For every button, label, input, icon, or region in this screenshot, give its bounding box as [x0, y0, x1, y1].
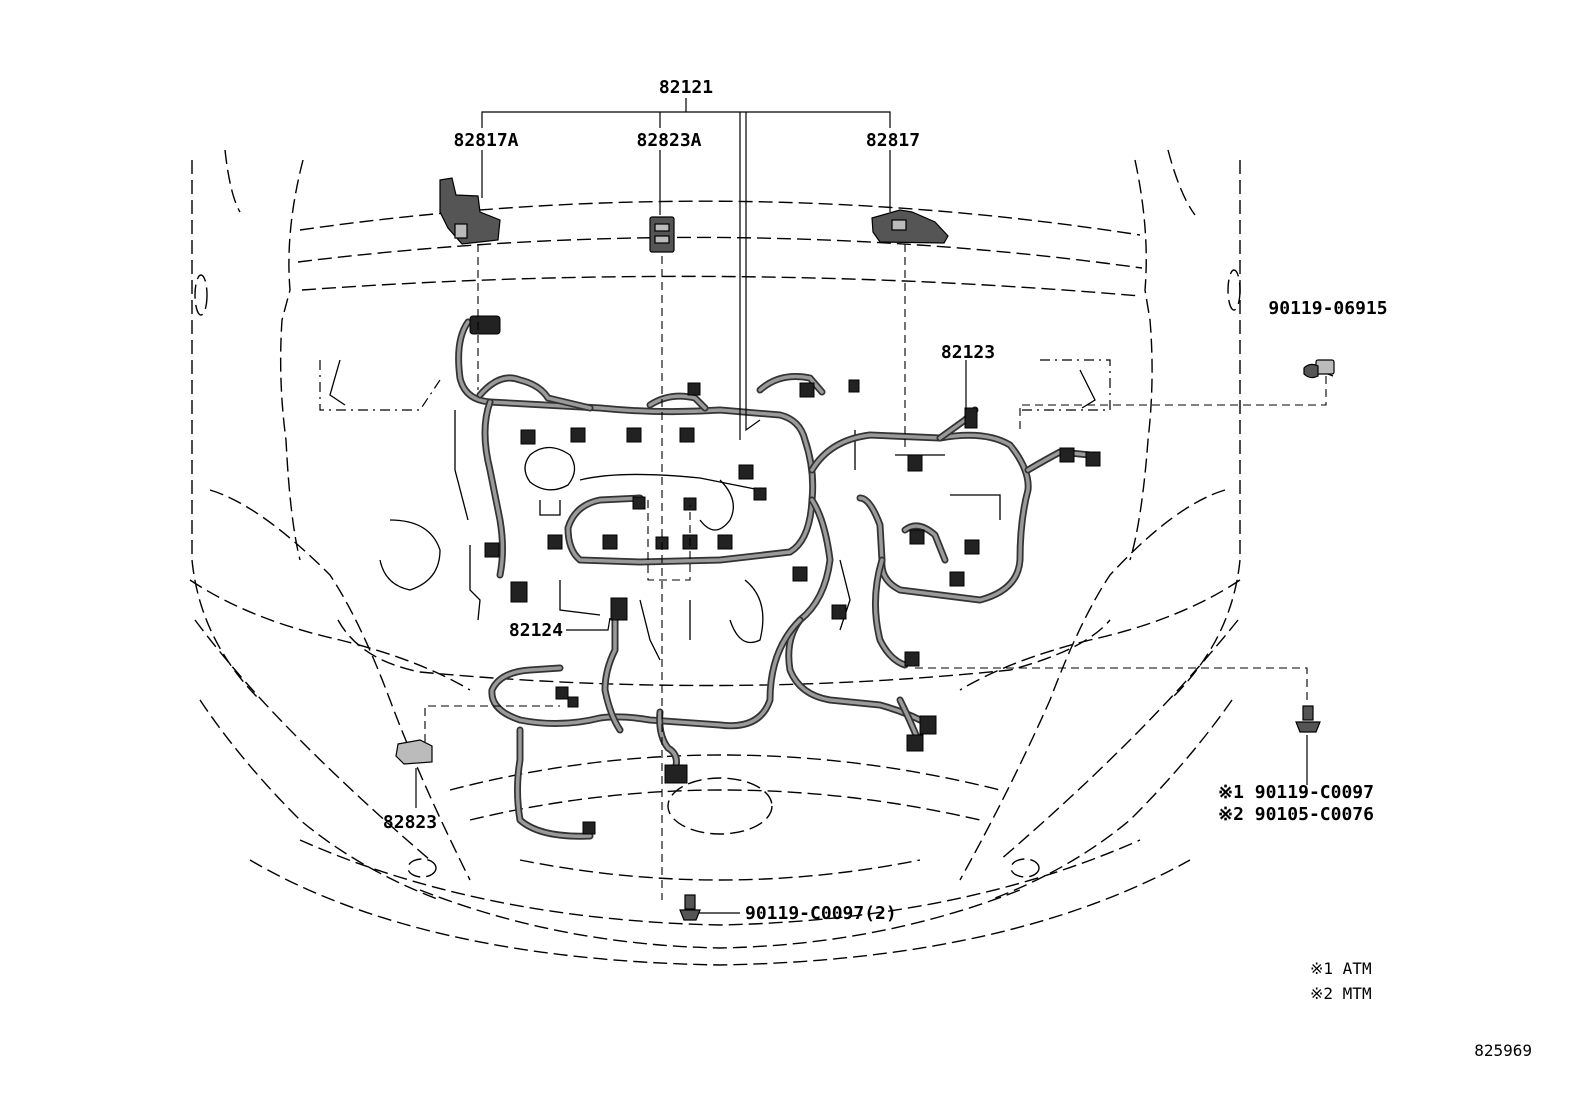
diagram-id: 825969 [1474, 1041, 1532, 1060]
label-82823: 82823 [383, 812, 437, 833]
connector-82823a-part [649, 216, 675, 253]
bolt-bottom-icon [679, 894, 701, 921]
label-82817a: 82817A [453, 130, 518, 151]
legend-note-2: ※2 MTM [1310, 984, 1372, 1003]
legend: ※1 ATM ※2 MTM [1310, 959, 1372, 1003]
clamp-82817-part [871, 209, 949, 244]
vehicle-body-outline [189, 149, 1241, 966]
clamp-82817a-part [439, 177, 501, 245]
wire-harness-bundles [455, 318, 1094, 840]
label-82123: 82123 [941, 342, 995, 363]
label-82823a: 82823A [636, 130, 701, 151]
label-82121: 82121 [659, 77, 713, 98]
connector-82823-part [395, 739, 433, 765]
label-90119-06915: 90119-06915 [1268, 298, 1387, 319]
label-note-2-bolt: ※2 90105-C0076 [1218, 804, 1374, 825]
label-82817: 82817 [866, 130, 920, 151]
engine-components [329, 359, 1096, 661]
label-90119-c0097-2: 90119-C0097(2) [745, 903, 897, 924]
legend-note-1: ※1 ATM [1310, 959, 1372, 978]
part-labels: 82121 82817A 82823A 82817 82123 82124 82… [383, 77, 1388, 924]
label-note-1-bolt: ※1 90119-C0097 [1218, 782, 1374, 803]
bolt-90119-06915-icon [1303, 359, 1335, 379]
bolt-right-icon [1295, 705, 1321, 733]
leader-lines [415, 98, 1327, 914]
harness-connectors [469, 315, 1101, 835]
label-82124: 82124 [509, 620, 563, 641]
